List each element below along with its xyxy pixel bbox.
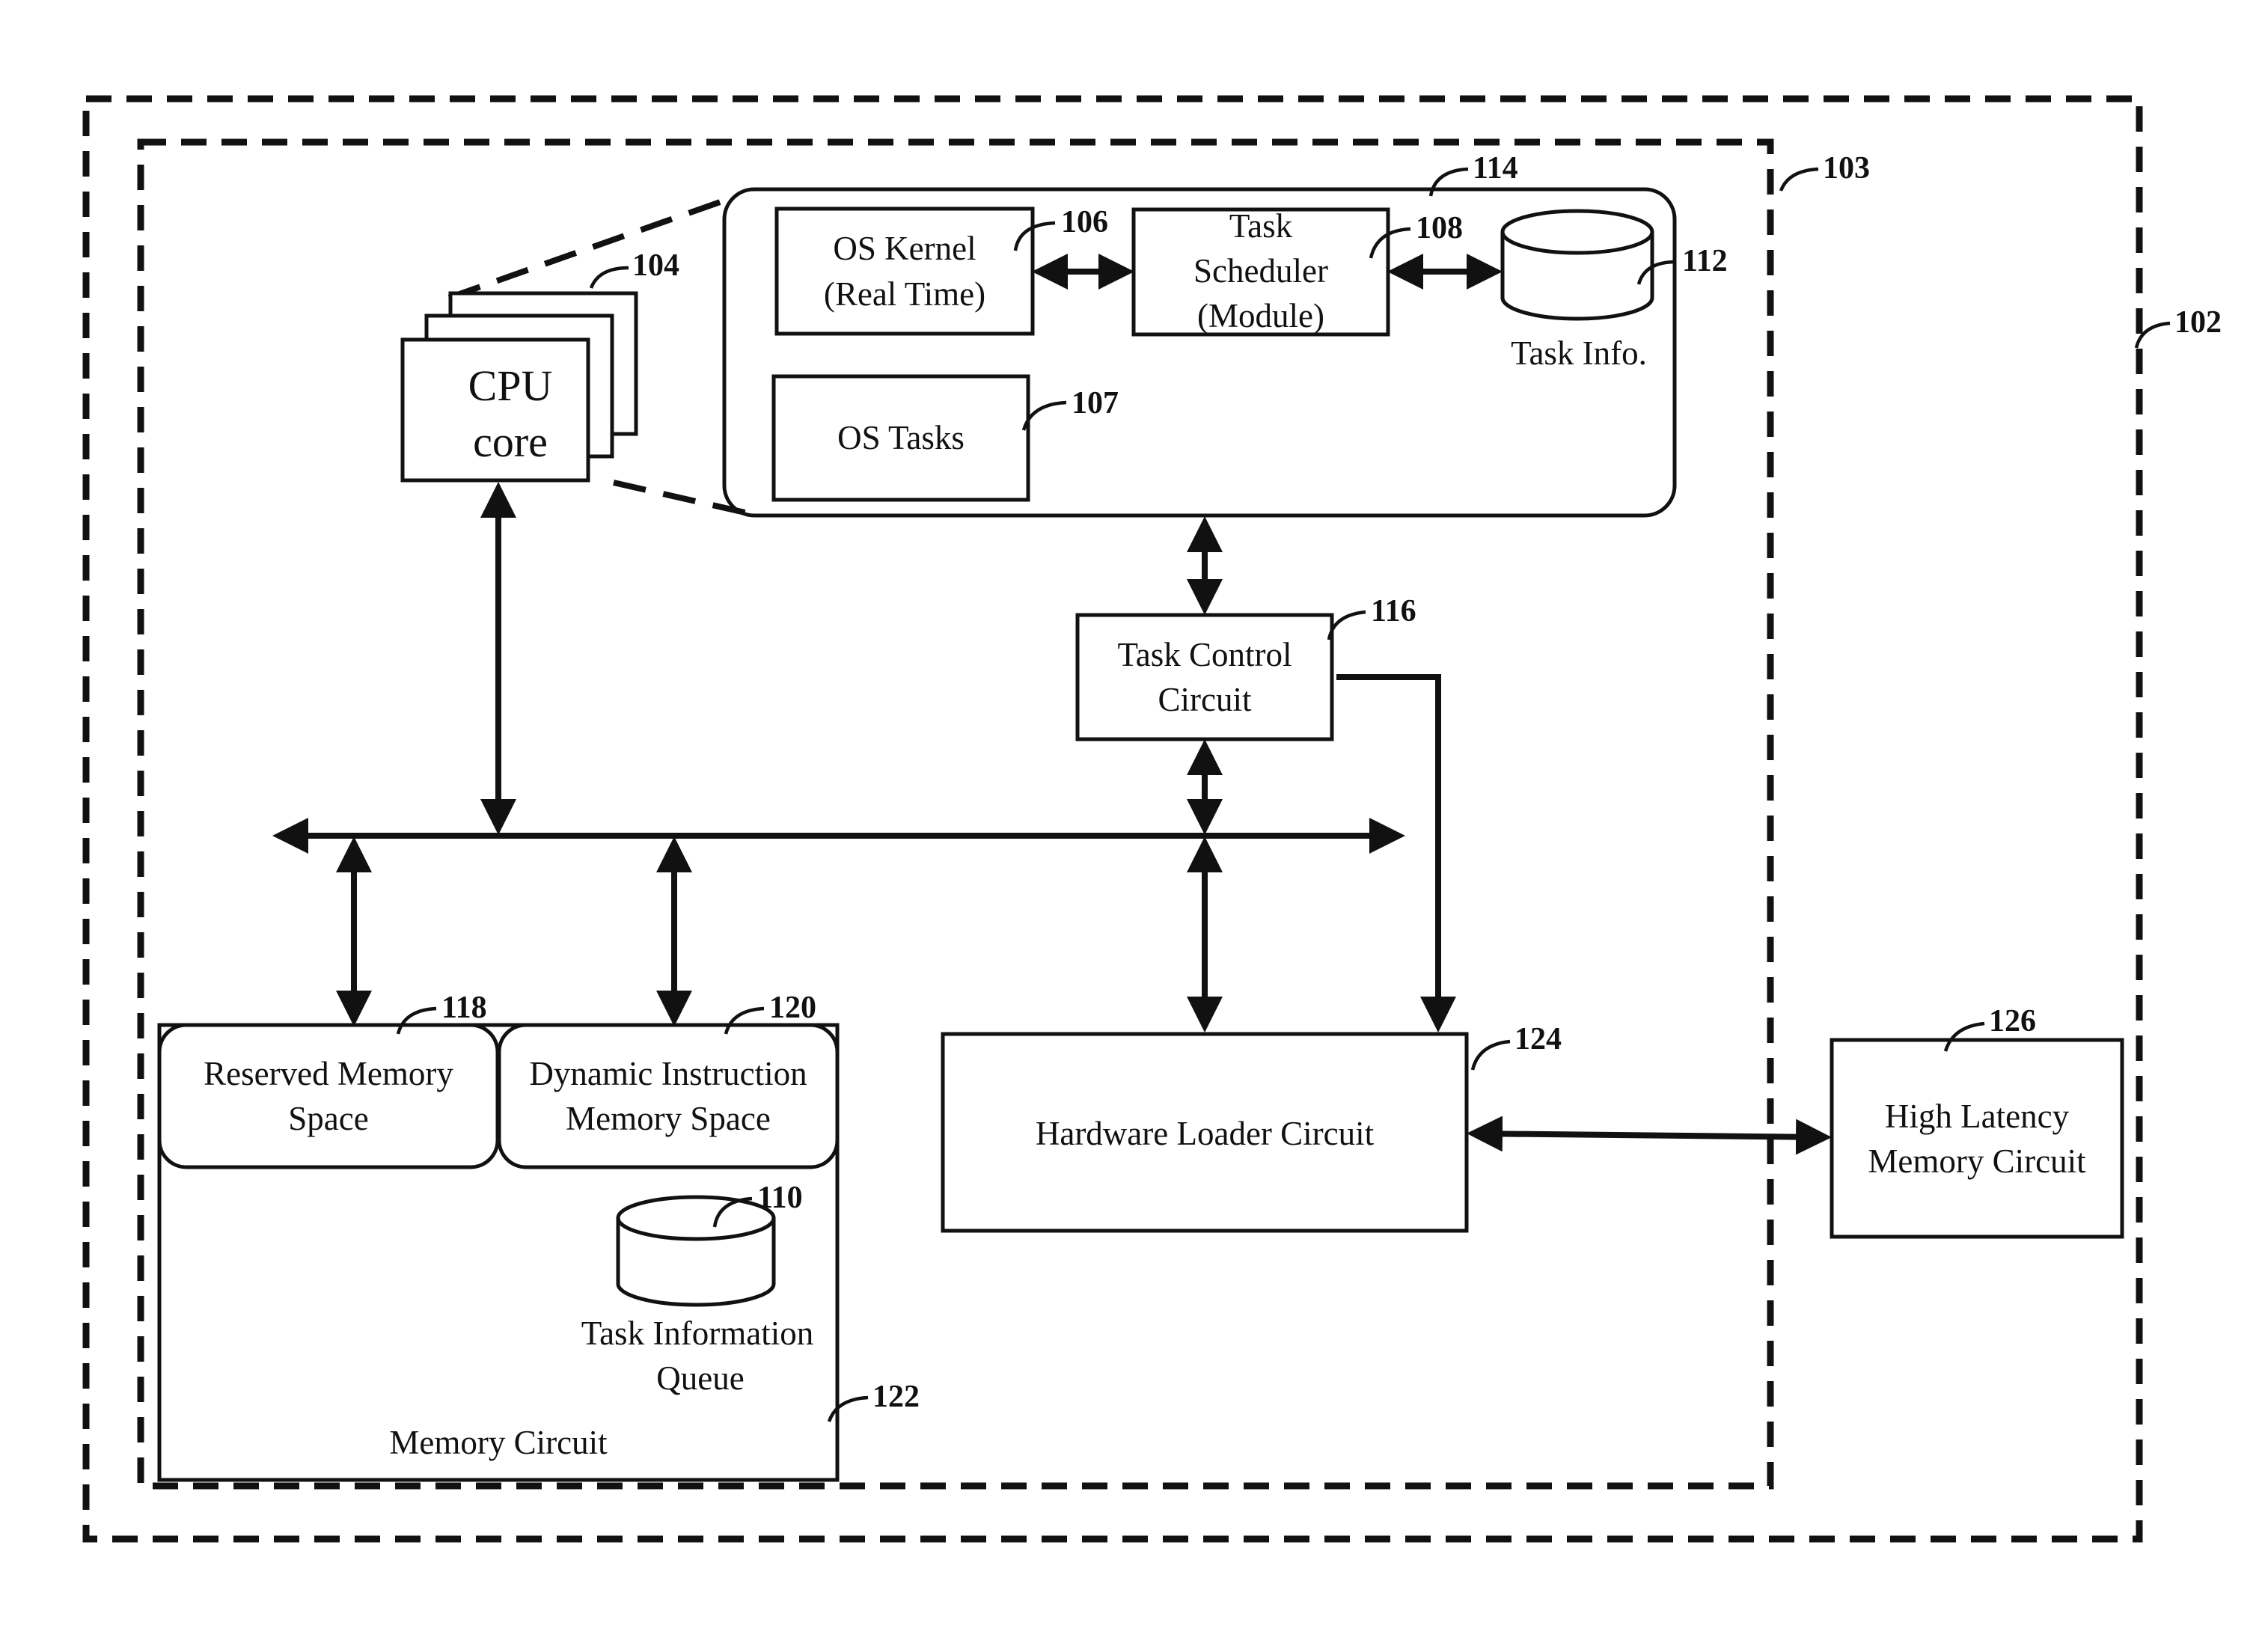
cpu-core-label-1: CPU: [468, 361, 553, 410]
task-information-queue-cylinder: [618, 1197, 774, 1305]
ref-116: 116: [1371, 594, 1416, 628]
leader-116: [1329, 612, 1366, 640]
ref-102: 102: [2174, 305, 2222, 340]
cpu-core-stack: CPU core: [403, 293, 636, 480]
dynamic-instruction-label-2: Memory Space: [566, 1100, 771, 1137]
dynamic-instruction-memory-box: [499, 1025, 837, 1167]
reserved-memory-label-1: Reserved Memory: [204, 1055, 453, 1092]
high-latency-label-2: Memory Circuit: [1868, 1142, 2086, 1180]
ref-118: 118: [441, 991, 487, 1025]
ref-126: 126: [1989, 1004, 2036, 1038]
ref-106: 106: [1061, 205, 1108, 239]
ref-107: 107: [1072, 386, 1119, 420]
task-info-cylinder: [1503, 211, 1652, 319]
task-scheduler-label-1: Task: [1229, 207, 1293, 245]
task-information-queue-label-2: Queue: [656, 1359, 744, 1397]
ref-122: 122: [872, 1380, 920, 1414]
os-tasks-label: OS Tasks: [837, 419, 965, 456]
zoom-line-top: [449, 201, 724, 298]
task-control-label-2: Circuit: [1158, 681, 1252, 718]
task-control-label-1: Task Control: [1117, 636, 1292, 673]
reserved-memory-box: [159, 1025, 498, 1167]
arrow-loader-highlatency: [1473, 1133, 1826, 1137]
os-kernel-label-1: OS Kernel: [833, 230, 976, 267]
task-information-queue-label-1: Task Information: [581, 1315, 814, 1352]
reserved-memory-label-2: Space: [288, 1100, 368, 1137]
ref-104: 104: [632, 248, 679, 283]
task-info-label: Task Info.: [1511, 334, 1647, 372]
leader-124: [1473, 1041, 1510, 1070]
ref-120: 120: [769, 991, 816, 1025]
dynamic-instruction-label-1: Dynamic Instruction: [529, 1055, 807, 1092]
ref-112: 112: [1682, 244, 1728, 278]
task-scheduler-label-3: (Module): [1197, 297, 1324, 334]
leader-103: [1781, 169, 1818, 191]
ref-124: 124: [1514, 1022, 1562, 1056]
os-kernel-label-2: (Real Time): [824, 275, 985, 313]
high-latency-label-1: High Latency: [1885, 1098, 2070, 1135]
cpu-core-label-2: core: [473, 417, 548, 466]
ref-108: 108: [1416, 211, 1463, 245]
high-latency-memory-box: [1832, 1040, 2122, 1237]
hardware-loader-label: Hardware Loader Circuit: [1036, 1115, 1375, 1152]
ref-103: 103: [1823, 151, 1870, 186]
ref-110: 110: [757, 1181, 803, 1215]
ref-114: 114: [1473, 151, 1518, 186]
leader-104: [591, 268, 629, 288]
task-control-circuit-box: [1078, 615, 1332, 739]
memory-circuit-label: Memory Circuit: [389, 1424, 608, 1461]
task-scheduler-label-2: Scheduler: [1193, 252, 1328, 290]
arrow-taskcontrol-loader: [1336, 677, 1438, 1027]
os-kernel-box: [777, 209, 1033, 334]
